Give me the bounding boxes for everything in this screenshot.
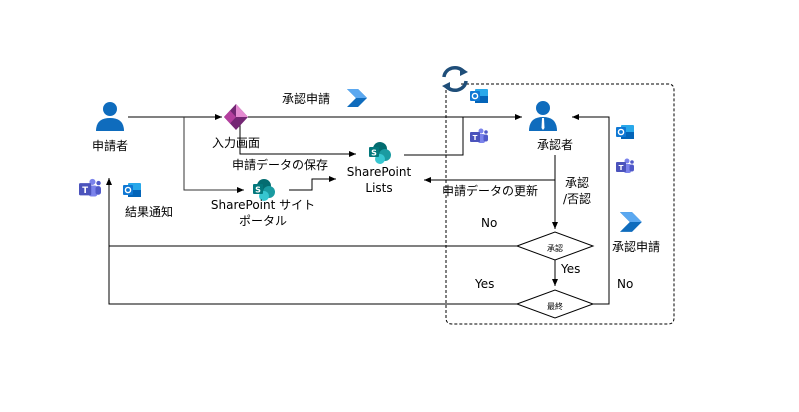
- approve-reject-label-line2: /否認: [563, 192, 592, 206]
- approve-reject-label-line1: 承認: [565, 176, 590, 190]
- sharepoint-portal-label-line2: ポータル: [238, 214, 288, 228]
- result-notification-label: 結果通知: [125, 205, 174, 219]
- sharepoint-lists-icon: S: [368, 142, 392, 168]
- decision-final-label: 最終: [547, 302, 563, 311]
- edge-final-no-to-approver: [572, 114, 610, 305]
- power-apps-icon: [224, 104, 248, 134]
- teams-icon-approver-top: T: [470, 128, 488, 148]
- decision-approve-diamond: [515, 231, 595, 261]
- approval-request-label-top: 承認申請: [282, 92, 331, 106]
- svg-text:T: T: [473, 134, 478, 142]
- sharepoint-lists-label-line1: SharePoint: [346, 165, 412, 179]
- edge-requester-to-portal: [183, 117, 244, 193]
- input-screen-label: 入力画面: [212, 136, 261, 150]
- save-request-data-label: 申請データの保存: [232, 158, 329, 172]
- sharepoint-portal-icon: S: [252, 179, 276, 205]
- refresh-loop-icon: [440, 65, 470, 97]
- teams-icon-result: T: [79, 178, 101, 202]
- update-request-data-label: 申請データの更新: [442, 184, 539, 198]
- edge-input-to-splists: [239, 123, 356, 157]
- yes-label-approve: Yes: [561, 262, 581, 276]
- power-automate-icon: [347, 89, 369, 111]
- approval-scope-border: [445, 83, 675, 325]
- decision-approve-label: 承認: [547, 244, 563, 253]
- sharepoint-lists-label-line2: Lists: [365, 181, 393, 195]
- svg-text:T: T: [619, 164, 624, 172]
- no-label-left: No: [481, 216, 498, 230]
- svg-text:S: S: [255, 186, 261, 195]
- power-automate-icon-right: [620, 212, 644, 236]
- edge-splists-to-approver: [404, 117, 464, 156]
- outlook-icon-result: [123, 182, 141, 202]
- approver-label: 承認者: [536, 138, 574, 152]
- approval-request-label-right: 承認申請: [612, 240, 661, 254]
- edge-portal-to-splists: [289, 176, 336, 191]
- teams-icon-right: T: [616, 158, 634, 178]
- requester-label: 申請者: [91, 139, 129, 153]
- sharepoint-portal-label-line1: SharePoint サイト: [210, 198, 316, 212]
- edge-final-yes-to-requester: [108, 246, 517, 305]
- svg-text:T: T: [82, 186, 88, 196]
- outlook-icon-approver-top: [470, 88, 488, 108]
- requester-person-icon: [94, 99, 126, 135]
- no-label-right: No: [617, 277, 634, 291]
- outlook-icon-right: [616, 124, 634, 144]
- approver-person-tie-icon: [528, 99, 558, 135]
- svg-text:S: S: [371, 149, 377, 158]
- yes-label-final: Yes: [475, 277, 495, 291]
